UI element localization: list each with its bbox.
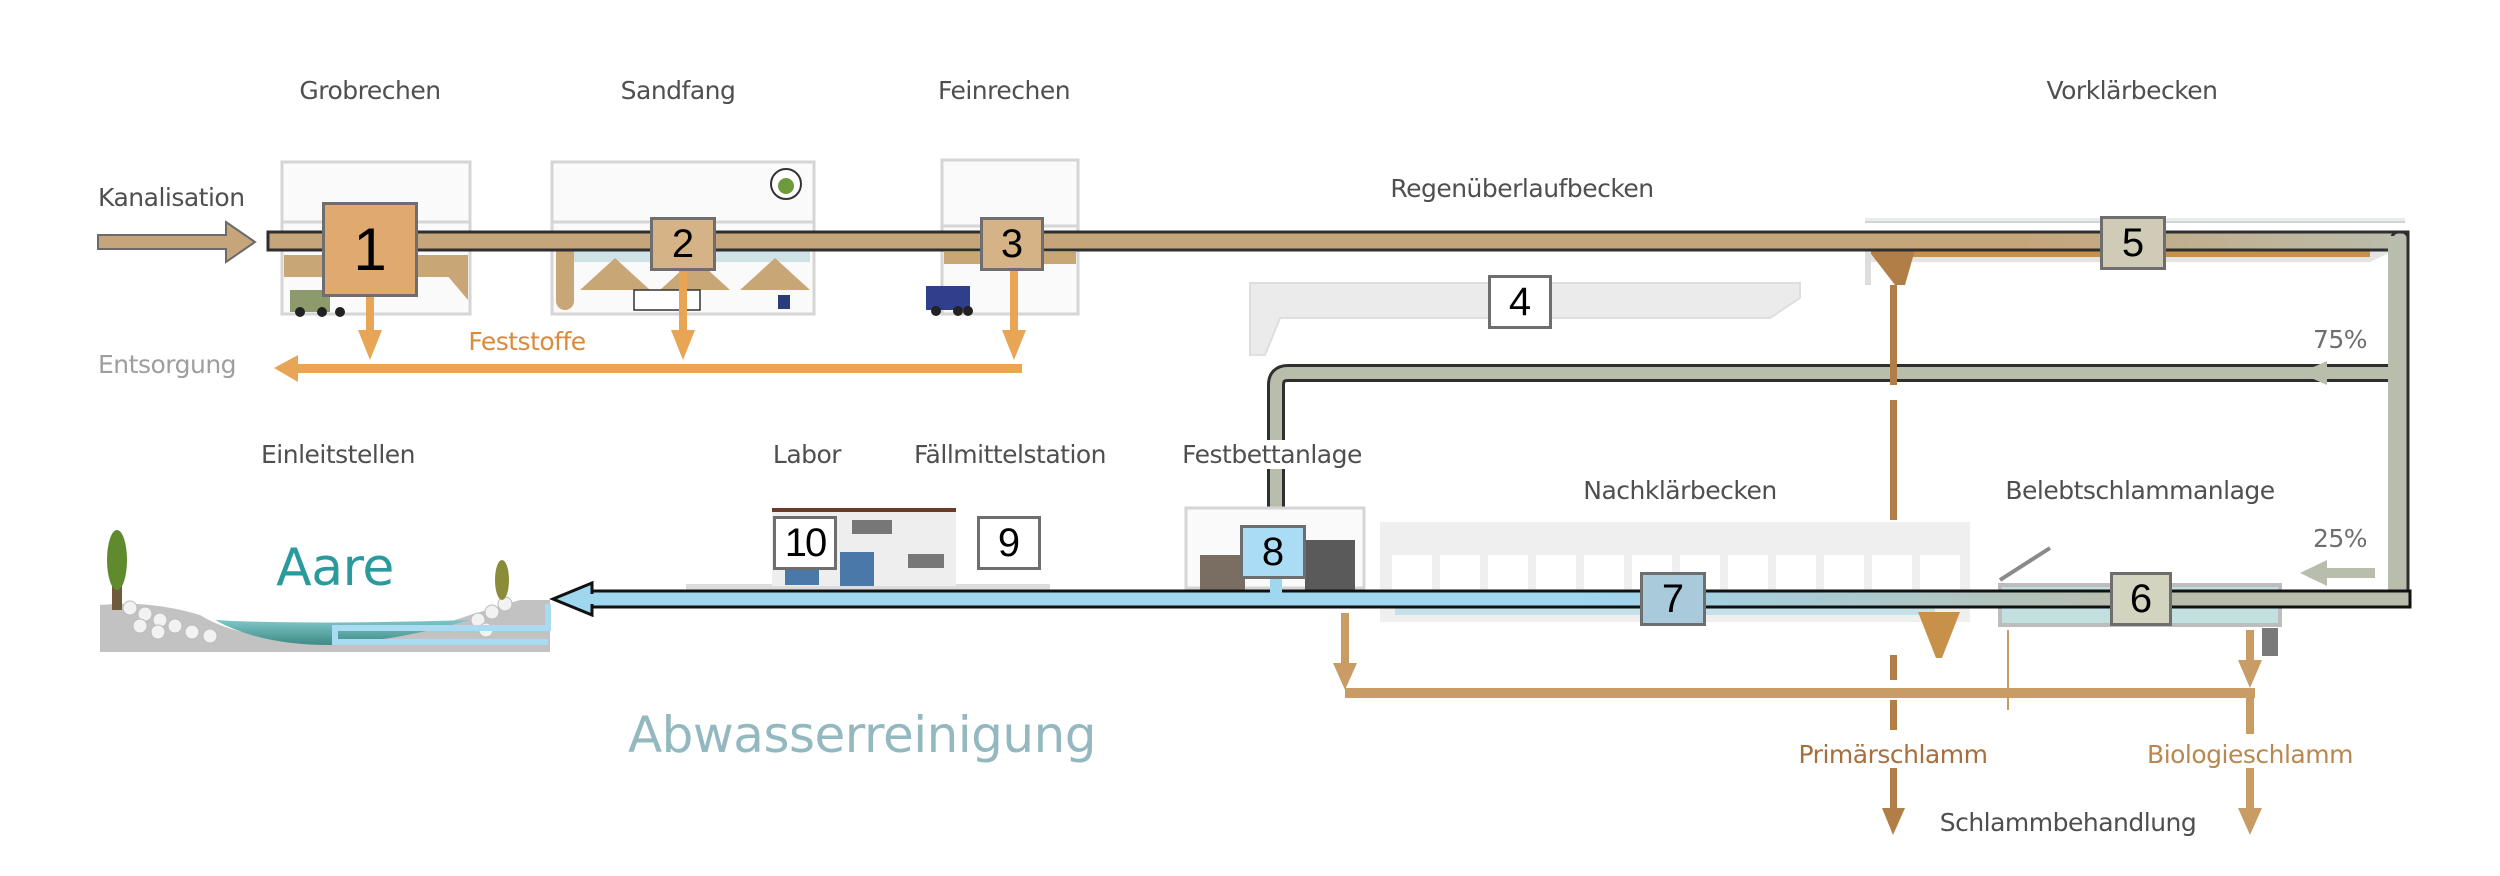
labor-building — [686, 508, 1050, 590]
label-feststoffe: Feststoffe — [468, 327, 586, 356]
stage-box-10[interactable]: 10 — [773, 516, 837, 570]
label-belebtschlammanlage: Belebtschlammanlage — [2005, 476, 2275, 505]
label-sandfang: Sandfang — [620, 76, 736, 105]
label-primaerschlamm: Primärschlamm — [1798, 740, 1988, 769]
stage-box-9[interactable]: 9 — [977, 516, 1041, 570]
stage-box-8[interactable]: 8 — [1240, 525, 1306, 579]
label-split-25: 25% — [2313, 524, 2368, 553]
stage-box-5[interactable]: 5 — [2100, 216, 2166, 270]
effluent-arrow-head — [549, 580, 594, 618]
stage-number-3: 3 — [1000, 221, 1024, 266]
stage-box-4[interactable]: 4 — [1488, 275, 1552, 329]
label-feinrechen: Feinrechen — [937, 76, 1071, 105]
diagram-title: Abwasserreinigung — [627, 706, 1097, 764]
stage-number-6: 6 — [2129, 576, 2153, 621]
gray-return-loop — [1267, 230, 2410, 609]
stage-number-2: 2 — [671, 221, 695, 266]
inlet-arrow — [97, 220, 257, 264]
solids-arrows — [274, 270, 1026, 382]
label-labor: Labor — [772, 440, 842, 469]
stage-box-7[interactable]: 7 — [1640, 572, 1706, 626]
label-aare: Aare — [276, 538, 394, 598]
stage-number-4: 4 — [1508, 279, 1532, 324]
stage-box-1[interactable]: 1 — [322, 202, 418, 297]
stage-box-2[interactable]: 2 — [650, 217, 716, 271]
stage-box-6[interactable]: 6 — [2110, 572, 2172, 626]
primary-sludge-line — [1882, 285, 1905, 835]
label-einleitstellen: Einleitstellen — [261, 440, 416, 469]
stage-number-1: 1 — [353, 216, 387, 283]
label-vorklaerbecken: Vorklärbecken — [2046, 76, 2218, 105]
label-faellmittelstation: Fällmittelstation — [913, 440, 1107, 469]
stage-number-5: 5 — [2121, 220, 2145, 265]
split-25-arrow — [2300, 560, 2375, 586]
raw-wastewater-pipe — [266, 230, 2410, 252]
label-festbettanlage: Festbettanlage — [1180, 440, 1364, 469]
stage-number-9: 9 — [997, 520, 1021, 565]
label-split-75: 75% — [2313, 325, 2368, 354]
label-nachklaerbecken: Nachklärbecken — [1583, 476, 1777, 505]
label-kanalisation: Kanalisation — [98, 183, 245, 212]
aare-river-scene — [100, 530, 551, 652]
stage-number-8: 8 — [1261, 529, 1285, 574]
label-regenueberlaufbecken: Regenüberlaufbecken — [1390, 174, 1654, 203]
label-entsorgung: Entsorgung — [98, 350, 237, 379]
label-schlammbehandlung: Schlammbehandlung — [1939, 808, 2197, 837]
label-biologieschlamm: Biologieschlamm — [2147, 740, 2353, 769]
split-75-arrow — [2300, 361, 2375, 385]
stage-number-10: 10 — [784, 520, 827, 565]
sludge-lines — [1333, 613, 2262, 835]
label-grobrechen: Grobrechen — [299, 76, 441, 105]
stage-box-3[interactable]: 3 — [980, 217, 1044, 271]
stage-number-7: 7 — [1661, 576, 1685, 621]
